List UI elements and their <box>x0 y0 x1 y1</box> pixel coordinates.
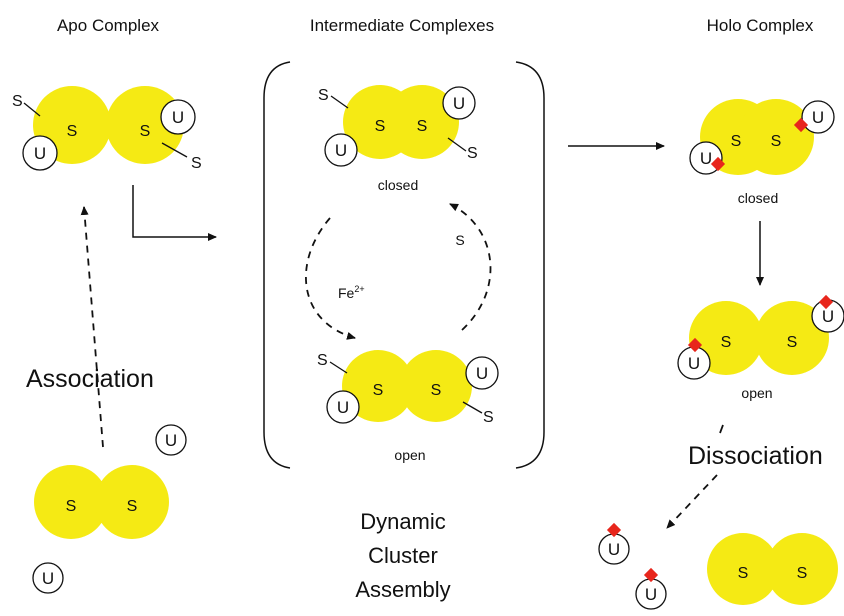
partner-label: U <box>42 569 54 588</box>
apo-complex: S S S S U U <box>12 86 202 172</box>
sulfur-tail-line <box>330 95 349 109</box>
scaffold-label: S <box>67 123 78 140</box>
holo-complex-header: Holo Complex <box>707 16 814 35</box>
dynamic-cluster-assembly-line1: Dynamic <box>360 509 446 534</box>
partner-label: U <box>337 398 349 417</box>
iron-sulfur-cluster <box>643 567 659 583</box>
partner-subunit <box>465 356 499 390</box>
iron-symbol: Fe <box>338 285 355 301</box>
partner-subunit <box>160 99 196 135</box>
sulfur-tail-line <box>462 401 483 414</box>
iron-charge: 2+ <box>354 284 364 294</box>
sulfur-tail-label: S <box>483 409 494 426</box>
partner-subunit <box>442 86 476 120</box>
partner-label: U <box>812 108 824 127</box>
iron-label: Fe2+ <box>338 284 365 301</box>
partner-subunit <box>324 133 358 167</box>
association-arrow <box>80 206 104 448</box>
scaffold-label: S <box>127 498 138 515</box>
partner-label: U <box>165 431 177 450</box>
holo-closed-label: closed <box>738 190 778 206</box>
dissociation-label: Dissociation <box>688 442 823 470</box>
sulfur-tail-label: S <box>12 93 23 110</box>
apo-to-intermediate-arrow <box>132 185 217 241</box>
scaffold-label: S <box>373 382 384 399</box>
cycle-arrow-left <box>305 217 356 340</box>
holo-open-label: open <box>741 385 772 401</box>
scaffold-label: S <box>375 118 386 135</box>
scaffold-subunit <box>95 465 169 539</box>
sulfur-tail-line <box>161 142 188 158</box>
partner-subunit <box>326 390 360 424</box>
intermediate-open-label: open <box>394 447 425 463</box>
scaffold-label: S <box>431 382 442 399</box>
iron-sulfur-cluster <box>606 522 622 538</box>
apo-complex-header: Apo Complex <box>57 16 160 35</box>
scaffold-label: S <box>787 334 798 351</box>
partner-label: U <box>34 144 46 163</box>
intermediate-open-complex: S S S S U U <box>317 350 499 426</box>
dissociation-tick <box>719 424 724 434</box>
scaffold-label: S <box>797 565 808 582</box>
scaffold-subunit <box>755 301 829 375</box>
sulfur-tail-line <box>23 102 41 117</box>
intermediate-closed-label: closed <box>378 177 418 193</box>
scaffold-label: S <box>738 565 749 582</box>
partner-label: U <box>688 354 700 373</box>
partner-label: U <box>645 585 657 604</box>
iron-sulfur-cluster <box>793 117 809 133</box>
dynamic-cluster-assembly-line2: Cluster <box>368 543 438 568</box>
partner-label: U <box>822 307 834 326</box>
partner-label: U <box>172 108 184 127</box>
scaffold-label: S <box>731 133 742 150</box>
sulfur-cycle-label: S <box>455 232 464 248</box>
free-partner-subunit <box>32 562 64 594</box>
free-scaffold-dimer: S S <box>34 465 169 539</box>
intermediate-closed-complex: S S S S U U <box>318 85 478 167</box>
dissociation-arrow <box>666 474 718 529</box>
sulfur-tail-label: S <box>317 352 328 369</box>
sulfur-tail-label: S <box>318 87 329 104</box>
partner-label: U <box>335 141 347 160</box>
holo-closed-complex: S S U U <box>689 99 835 175</box>
scaffold-label: S <box>721 334 732 351</box>
scaffold-subunit <box>342 350 414 422</box>
released-scaffold-dimer: S S <box>707 533 838 605</box>
iron-sulfur-cluster <box>818 294 834 310</box>
left-bracket <box>263 61 291 469</box>
dynamic-cluster-assembly-line3: Assembly <box>355 577 450 602</box>
sulfur-tail-label: S <box>191 155 202 172</box>
scaffold-subunit <box>385 85 459 159</box>
sulfur-tail-line <box>447 137 467 152</box>
iron-sulfur-cluster <box>687 337 703 353</box>
scaffold-label: S <box>66 498 77 515</box>
partner-label: U <box>608 540 620 559</box>
scaffold-subunit <box>738 99 814 175</box>
sulfur-tail-label: S <box>467 145 478 162</box>
free-partner-subunit <box>155 424 187 456</box>
partner-label: U <box>476 364 488 383</box>
association-label: Association <box>26 365 154 393</box>
partner-subunit <box>801 100 835 134</box>
holo-open-complex: S S U U <box>677 294 844 380</box>
partner-label: U <box>453 94 465 113</box>
partner-label: U <box>700 149 712 168</box>
right-bracket <box>515 61 545 469</box>
sulfur-tail-line <box>329 361 348 374</box>
scaffold-subunit <box>766 533 838 605</box>
cycle-arrow-right <box>449 203 492 331</box>
scaffold-subunit <box>707 533 779 605</box>
partner-subunit <box>22 135 58 171</box>
iron-sulfur-cluster <box>710 156 726 172</box>
scaffold-label: S <box>417 118 428 135</box>
intermediate-complexes-header: Intermediate Complexes <box>310 16 494 35</box>
scaffold-label: S <box>771 133 782 150</box>
scaffold-subunit <box>400 350 472 422</box>
scaffold-subunit <box>34 465 108 539</box>
scaffold-label: S <box>140 123 151 140</box>
